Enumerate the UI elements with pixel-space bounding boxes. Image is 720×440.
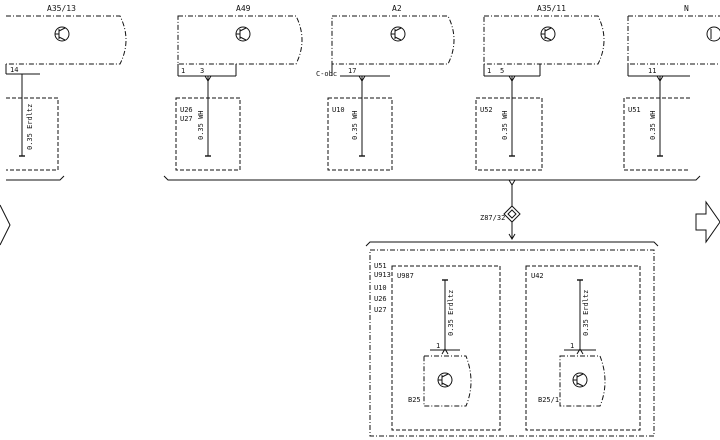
- wire-label: 0.35 WH: [501, 110, 509, 140]
- wire-label: 0.35 WH: [649, 110, 657, 140]
- connector-c4: U52 0.35 WH: [475, 97, 543, 171]
- splice-label: Z87/32: [480, 214, 505, 222]
- module-a35-11-title: A35/11: [537, 4, 566, 13]
- pin-label: 3: [200, 67, 204, 75]
- transistor-icon: [572, 372, 588, 388]
- option-code: U42: [531, 272, 544, 280]
- connector-c2: U26 U27 0.35 WH: [175, 97, 241, 171]
- option-code: U913: [374, 271, 391, 279]
- pin-label: 17: [348, 67, 356, 75]
- option-code: U52: [480, 106, 493, 114]
- module-a35-13: A35/13 14: [5, 4, 127, 98]
- option-code: U10: [332, 106, 345, 114]
- connector-c1: 0.35 Erdltz: [6, 97, 65, 181]
- sub-block-u42: U42 0.35 Erdltz 1 B25/1: [525, 265, 641, 431]
- transistor-icon: [390, 26, 406, 42]
- splice-z87-32: Z87/32: [480, 205, 521, 240]
- module-n: N 11: [627, 4, 720, 98]
- option-code: U51: [628, 106, 641, 114]
- transistor-icon: [540, 26, 556, 42]
- ground-bus: [163, 175, 701, 206]
- option-code: U51: [374, 262, 387, 270]
- pin-prefix: C-obc: [316, 70, 337, 78]
- option-code: U10: [374, 284, 387, 292]
- transistor-icon: [54, 26, 70, 42]
- module-a49-title: A49: [236, 4, 251, 13]
- transistor-icon: [706, 26, 720, 42]
- continuation-right-arrow: [695, 200, 720, 244]
- wire-label: 0.35 Erdltz: [582, 290, 590, 336]
- option-code: U27: [180, 115, 193, 123]
- wire-label: 0.35 WH: [197, 110, 205, 140]
- lower-block: U51 U913 U10 U26 U27 U987 0.35 Erdltz 1 …: [365, 241, 659, 437]
- module-a35-11: A35/11 1 5: [483, 4, 605, 98]
- pin-label: 1: [436, 342, 440, 350]
- pin-label: 1: [487, 67, 491, 75]
- option-code: U27: [374, 306, 387, 314]
- pin-label: 5: [500, 67, 504, 75]
- option-code: U26: [180, 106, 193, 114]
- transistor-icon: [437, 372, 453, 388]
- connector-c3: U10 0.35 WH: [327, 97, 393, 171]
- connector-c5: U51 0.35 WH: [623, 97, 690, 171]
- component-label: B25/1: [538, 396, 559, 404]
- wire-label: 0.35 WH: [351, 110, 359, 140]
- wire-label: 0.35 Erdltz: [26, 104, 34, 150]
- pin-label: 11: [648, 67, 656, 75]
- option-code: U987: [397, 272, 414, 280]
- sub-block-u987: U987 0.35 Erdltz 1 B25: [391, 265, 501, 431]
- module-a35-13-title: A35/13: [47, 4, 76, 13]
- transistor-icon: [235, 26, 251, 42]
- component-label: B25: [408, 396, 421, 404]
- wire-label: 0.35 Erdltz: [447, 290, 455, 336]
- module-a2: A2 C-obc 17: [316, 4, 455, 98]
- module-a49: A49 1 3: [177, 4, 303, 98]
- pin-label: 1: [570, 342, 574, 350]
- pin-label: 1: [181, 67, 185, 75]
- pin-label: 14: [10, 66, 18, 74]
- continuation-left-arrow: [0, 204, 11, 246]
- module-a2-title: A2: [392, 4, 402, 13]
- option-code: U26: [374, 295, 387, 303]
- module-n-title: N: [684, 4, 689, 13]
